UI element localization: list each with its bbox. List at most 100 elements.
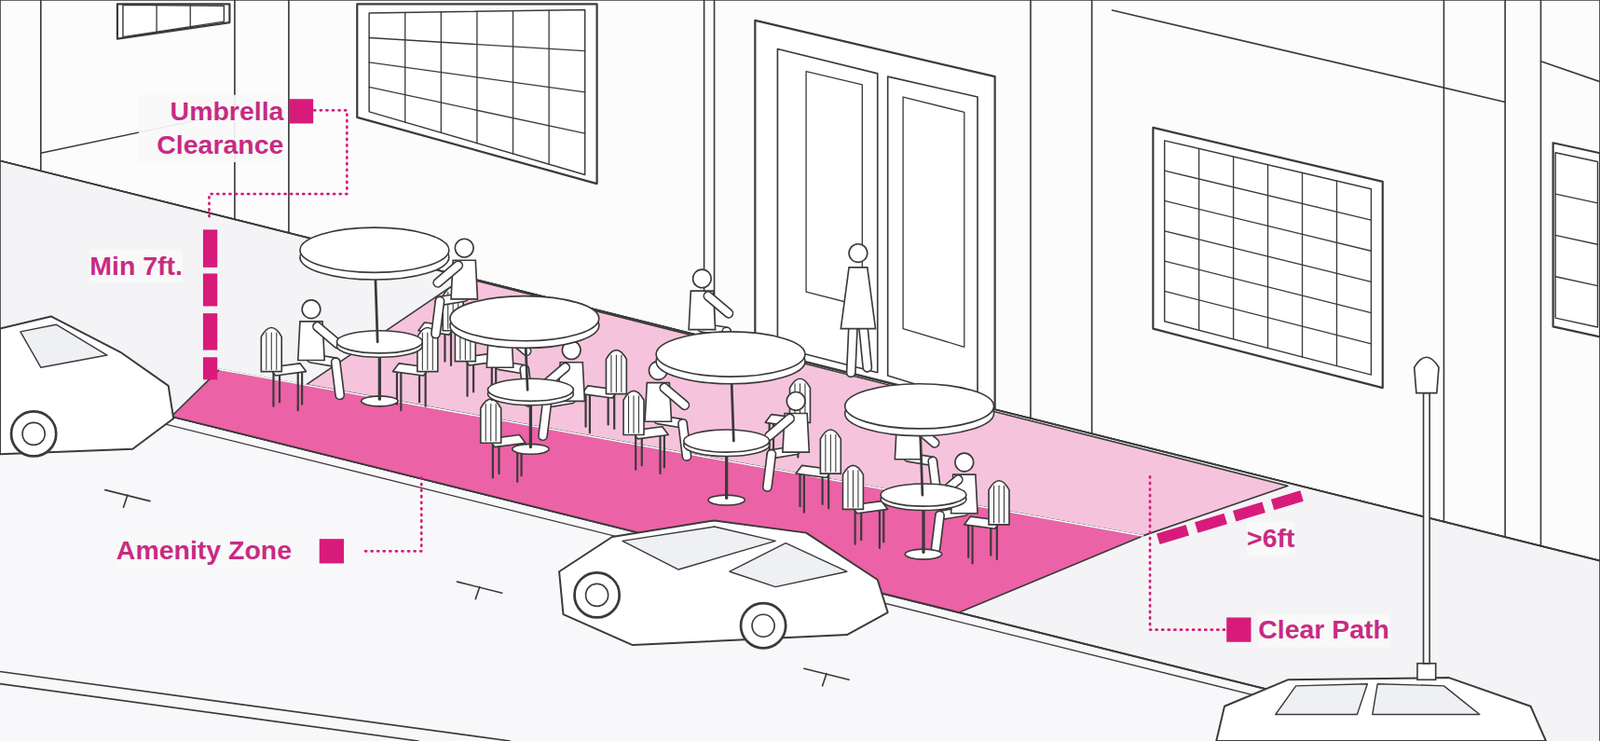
window-mullion: [1164, 170, 1372, 220]
chair-slat: [265, 332, 267, 370]
lamp-post: [1414, 356, 1439, 680]
chair-slat: [824, 434, 826, 471]
facade-edge: [1443, 0, 1446, 522]
facade-edge: [1504, 0, 1506, 537]
door-leaf: [888, 76, 978, 403]
person-head: [786, 391, 806, 411]
car-body: [1216, 677, 1546, 741]
chair-slat: [485, 404, 487, 441]
chair-slat: [426, 332, 428, 370]
window-mullion: [369, 62, 586, 93]
person-limb: [436, 300, 440, 334]
window-frame: [1152, 127, 1382, 388]
label-swatch: [1226, 616, 1251, 642]
person-limb: [543, 403, 548, 437]
person-limb: [862, 326, 867, 368]
umbrella-canopy: [450, 296, 600, 342]
chair-leg: [588, 396, 591, 433]
lamp-head: [1414, 356, 1439, 393]
callout-label: Umbrella Clearance: [138, 95, 284, 163]
person-limb: [335, 362, 340, 396]
person-limb: [543, 403, 548, 437]
person-limb: [935, 515, 940, 548]
window: [117, 3, 230, 39]
person-limb: [664, 387, 685, 406]
person-limb: [766, 453, 771, 487]
table: [336, 330, 423, 407]
window-mullion: [1164, 231, 1372, 283]
chair-leg: [970, 526, 973, 563]
facade-edge: [1540, 0, 1543, 547]
person-limb: [850, 326, 853, 372]
person: [298, 300, 341, 396]
chair: [581, 350, 627, 434]
lane-line: [0, 683, 419, 741]
chair-back: [260, 328, 282, 372]
height-dimension-bar: [203, 356, 218, 380]
facade-edge: [1091, 0, 1094, 434]
chair-leg: [967, 519, 970, 557]
window: [356, 3, 597, 184]
window: [1152, 127, 1382, 388]
parking-mark: [822, 673, 827, 686]
height-dimension-bar: [203, 313, 218, 350]
label-swatch: [288, 98, 314, 124]
chair-leg: [663, 430, 666, 467]
callout-label: Clear Path: [1258, 613, 1390, 647]
window-mullion: [369, 86, 586, 134]
person-limb: [935, 515, 940, 548]
chair-back: [820, 429, 841, 474]
car-hub: [586, 583, 609, 606]
person-limb: [769, 418, 791, 437]
parked-car: [0, 315, 174, 456]
car-window: [20, 324, 108, 368]
person-head: [454, 238, 474, 258]
chair-back: [480, 398, 502, 443]
chair: [765, 378, 810, 462]
chair-back: [842, 464, 863, 509]
person-head: [955, 452, 974, 472]
chair-slat: [993, 485, 995, 522]
table: [683, 429, 770, 506]
parked-car: [559, 519, 889, 648]
door-leaf: [777, 49, 877, 373]
car-hub: [22, 422, 45, 445]
chair-leg: [882, 505, 885, 542]
car-wheel: [574, 572, 619, 617]
chair-slat: [1003, 485, 1005, 522]
pedestrian-head: [848, 244, 868, 263]
chair-slat: [610, 355, 612, 392]
umbrella-canopy: [300, 227, 450, 273]
chair-slat: [271, 332, 273, 370]
person-limb: [769, 418, 791, 437]
chair-slat: [830, 434, 832, 471]
chair-slat: [620, 355, 622, 392]
chair-slat: [490, 404, 492, 441]
person-limb: [335, 362, 340, 396]
umbrella: [845, 383, 995, 495]
pedestrian-dress: [840, 267, 876, 329]
person-limb: [862, 326, 867, 368]
window-frame: [1553, 142, 1600, 337]
person-limb: [708, 296, 729, 315]
person-limb: [664, 387, 685, 406]
window-pane: [1164, 140, 1372, 375]
chair-slat: [638, 396, 640, 433]
chair-slat: [615, 355, 617, 392]
callout-label: Min 7ft.: [89, 248, 183, 283]
car-wheel: [740, 602, 786, 648]
leader-line: [1149, 474, 1225, 630]
window-mullion: [1164, 290, 1372, 344]
callout-label: >6ft: [1246, 521, 1295, 556]
car-wheel: [11, 410, 56, 456]
window: [1553, 142, 1600, 337]
table-top: [487, 378, 574, 401]
label-swatch: [319, 538, 344, 563]
window-mullion: [155, 5, 157, 33]
chair-leg: [658, 437, 661, 474]
person-limb: [766, 453, 771, 487]
chair-back: [988, 480, 1010, 525]
parking-mark: [123, 494, 127, 507]
car-window: [729, 543, 848, 588]
